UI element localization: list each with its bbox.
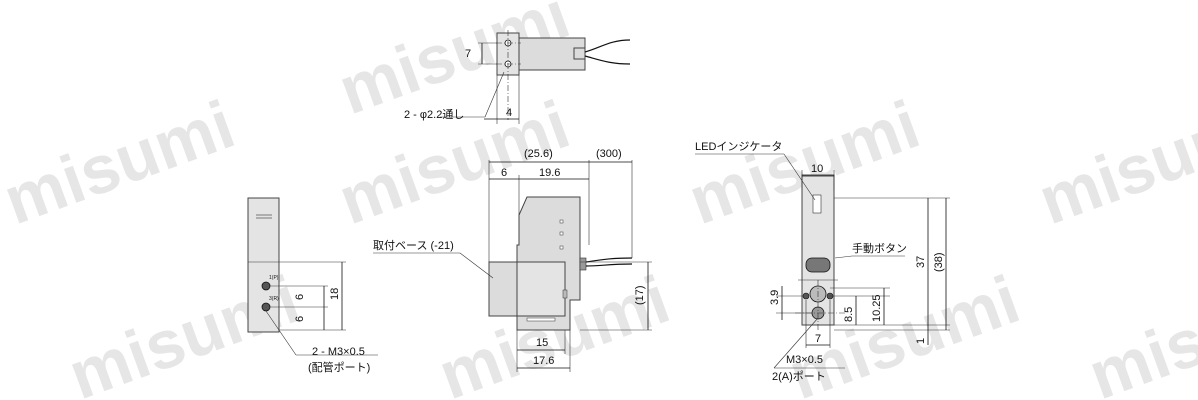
mount-base-label: 取付ベース (-21) xyxy=(373,239,454,252)
dim-bottom-inner: 15 xyxy=(536,337,548,349)
dim-left-width: 6 xyxy=(501,167,507,179)
thread-sub-label: (配管ポート) xyxy=(308,360,370,374)
dim-bottom-outer: 17.6 xyxy=(533,355,554,367)
lead-wire xyxy=(584,39,631,53)
dim-cable-length: (300) xyxy=(596,148,622,160)
left-view: 1(P) 3(R) 6 6 18 2 - M3×0.5 (配管ポート) xyxy=(247,197,378,374)
dim-right-width: 10 xyxy=(811,163,823,175)
dim-1: 1 xyxy=(915,338,927,344)
dim-top-width: 4 xyxy=(506,107,512,119)
lead-wire xyxy=(585,257,633,263)
dim-pitch-top: 6 xyxy=(294,294,306,300)
dim-7: 7 xyxy=(815,333,821,345)
port-hole xyxy=(261,302,271,312)
watermark: misumi xyxy=(1079,261,1198,400)
hole-label: 2 - φ2.2通し xyxy=(404,108,464,121)
dim-body-width: 19.6 xyxy=(539,167,560,179)
dim-10-25: 10.25 xyxy=(871,294,883,322)
dim-overall-length: (25.6) xyxy=(524,148,553,160)
dim-8-5: 8.5 xyxy=(843,307,855,322)
right-view: LEDインジケータ 10 手動ボタン 37 (38) 1 8.5 10.25 3… xyxy=(695,140,950,383)
thread-label: 2 - M3×0.5 xyxy=(312,346,365,358)
port-1-label: 1(P) xyxy=(269,275,279,281)
port-sub-label: 2(A)ポート xyxy=(772,370,826,383)
lead-wire xyxy=(585,263,633,267)
manual-button-label: 手動ボタン xyxy=(852,241,907,255)
dim-top-height: 7 xyxy=(465,48,471,60)
top-view: 7 4 2 - φ2.2通し xyxy=(404,30,631,124)
led-indicator xyxy=(812,194,822,214)
dim-38: (38) xyxy=(933,252,945,272)
port-hole xyxy=(261,281,271,291)
dim-left-height: 18 xyxy=(329,288,341,300)
port-thread-label: M3×0.5 xyxy=(786,354,823,366)
lead-wire xyxy=(584,55,631,65)
top-view-cable-outlet xyxy=(573,47,586,60)
watermark: misumi xyxy=(0,86,244,239)
port-3-label: 3(R) xyxy=(269,296,279,302)
watermark: misumi xyxy=(1029,86,1198,239)
manual-button xyxy=(805,257,831,273)
dim-3-9: 3.9 xyxy=(769,290,781,305)
front-view: (25.6) (300) 6 19.6 取付ベース (-21) (17) 15 … xyxy=(373,148,652,372)
led-label: LEDインジケータ xyxy=(695,140,782,153)
dim-pitch-bottom: 6 xyxy=(294,316,306,322)
dim-37: 37 xyxy=(915,256,927,268)
front-view-base xyxy=(516,261,566,317)
dim-right-height: (17) xyxy=(634,285,646,305)
